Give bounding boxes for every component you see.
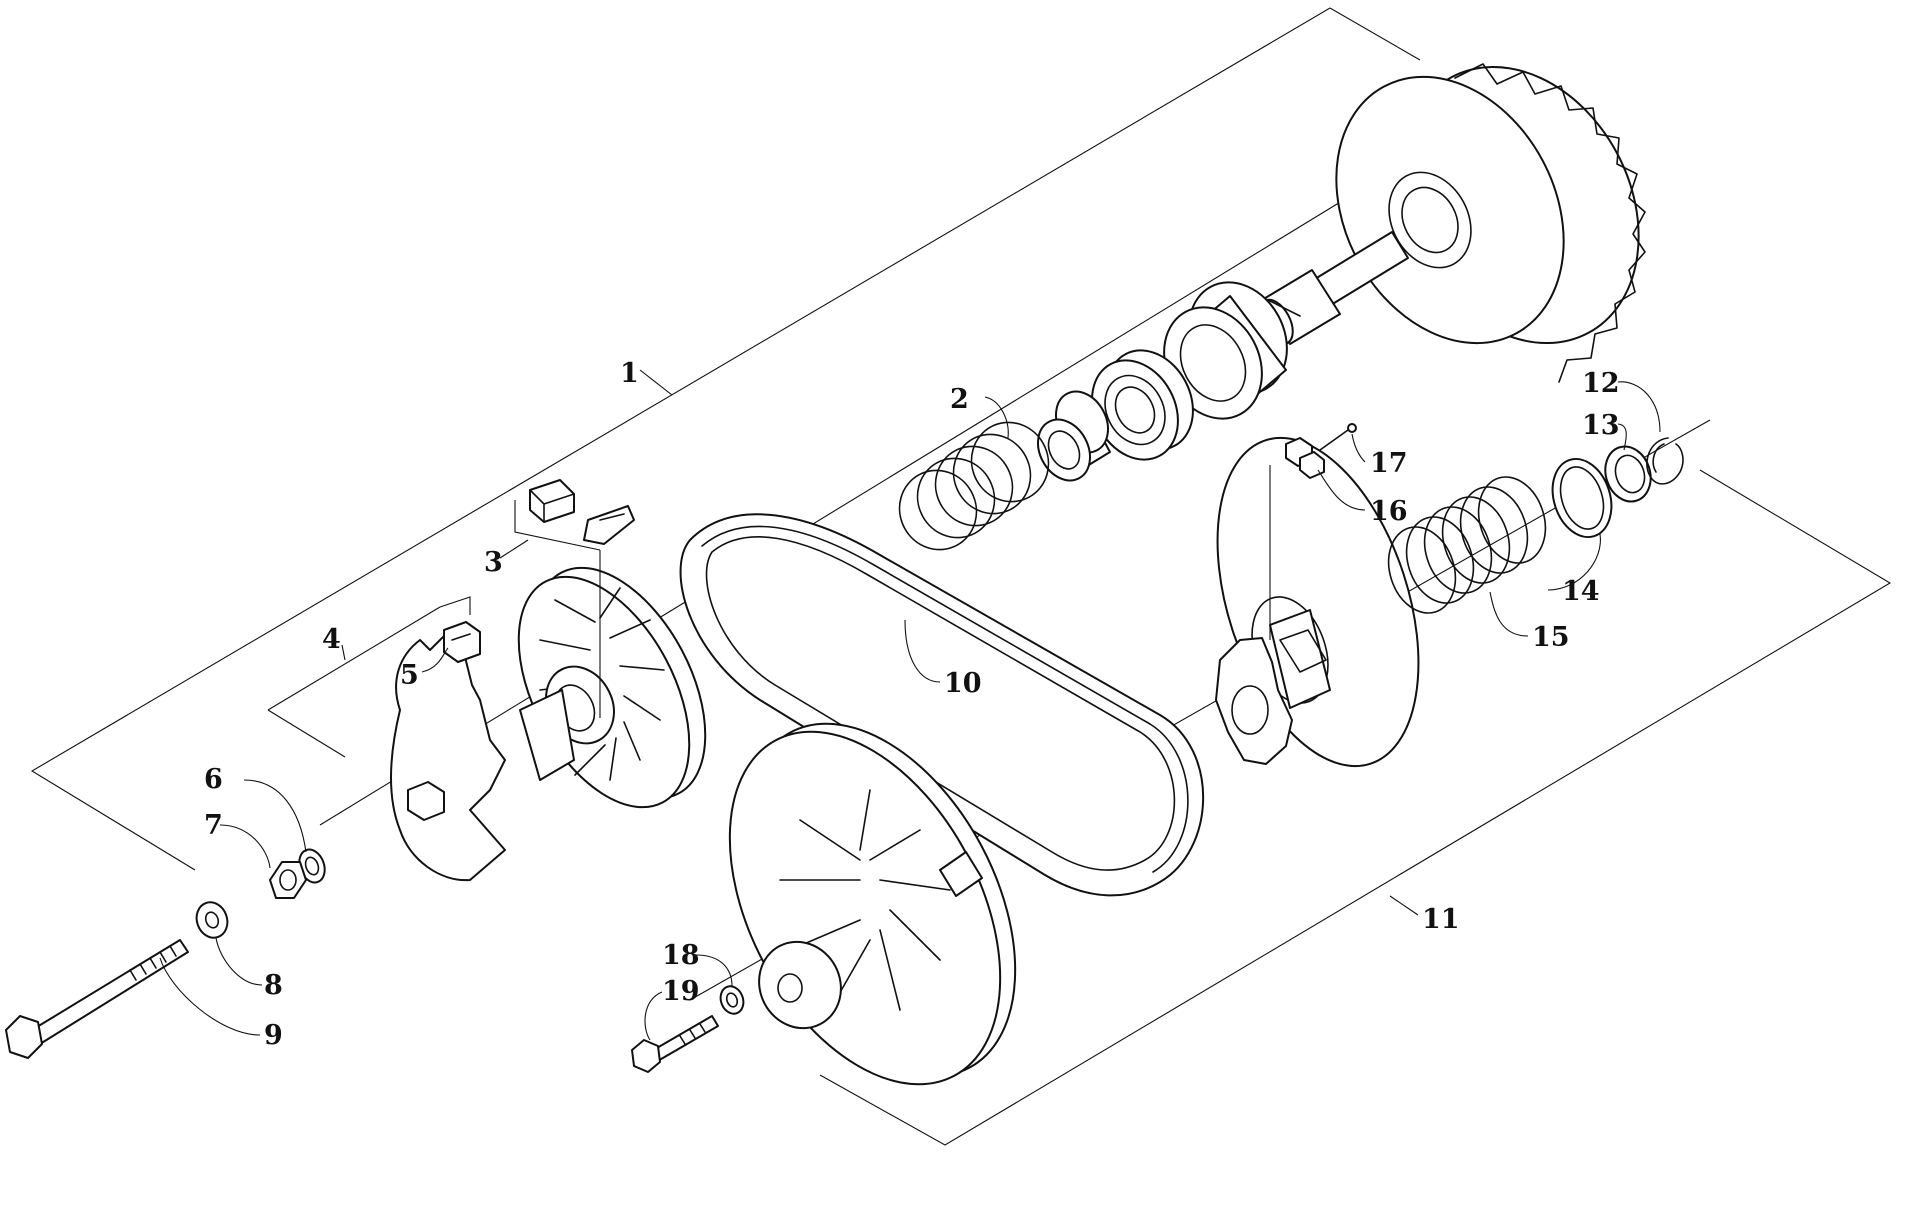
- callout-1: 1: [620, 358, 639, 389]
- cam-plate: [390, 629, 506, 882]
- bearing-medium: [1091, 349, 1194, 461]
- callout-17: 17: [1370, 448, 1408, 479]
- callout-13: 13: [1582, 410, 1620, 441]
- callout-5: 5: [400, 660, 419, 691]
- driven-cam: [1215, 629, 1327, 765]
- callout-16: 16: [1370, 496, 1408, 527]
- washer-13: [1604, 445, 1652, 503]
- movable-sheave-drive: [517, 566, 707, 809]
- callout-3: 3: [484, 547, 503, 578]
- roller-weights: [514, 479, 635, 718]
- screw-17: [1319, 423, 1357, 451]
- callout-9: 9: [264, 1020, 283, 1051]
- cam-slider-16: [1269, 437, 1325, 640]
- driven-spring: [1387, 476, 1547, 614]
- fixed-sheave-assembly: [1237, 63, 1646, 383]
- washer-18: [719, 985, 745, 1015]
- slider-button: [443, 621, 481, 663]
- callout-18: 18: [662, 940, 700, 971]
- bracket-driven-clutch-assembly: [819, 469, 1892, 1146]
- bolt-19: [631, 1015, 719, 1073]
- callout-19: 19: [662, 976, 700, 1007]
- drive-belt: [679, 513, 1205, 897]
- callout-labels: 1 2 3 4 5 6 7 8 9 10 11 12 13 14 15 16 1…: [204, 358, 1620, 1051]
- callout-15: 15: [1532, 622, 1570, 653]
- callout-6: 6: [204, 764, 223, 795]
- callout-2: 2: [950, 384, 969, 415]
- callout-4: 4: [322, 624, 341, 655]
- bolt-9: [5, 939, 189, 1059]
- callout-12: 12: [1582, 368, 1620, 399]
- bushing-small: [1037, 390, 1111, 482]
- callout-11: 11: [1422, 904, 1460, 935]
- bracket-drive-clutch-assembly: [30, 7, 1421, 871]
- callout-14: 14: [1562, 576, 1600, 607]
- snap-ring-12: [1646, 437, 1684, 485]
- drive-axis-line: [319, 189, 1361, 826]
- leader-lines: [159, 369, 1661, 1041]
- driven-fixed-sheave: [728, 722, 1017, 1086]
- callout-10: 10: [944, 668, 982, 699]
- bracket-item-4: [439, 596, 471, 615]
- nut-7: [269, 861, 307, 899]
- washer-8: [195, 901, 229, 939]
- callout-7: 7: [204, 810, 223, 841]
- washer-14: [1551, 457, 1613, 539]
- callout-8: 8: [264, 970, 283, 1001]
- drive-spring: [898, 421, 1050, 551]
